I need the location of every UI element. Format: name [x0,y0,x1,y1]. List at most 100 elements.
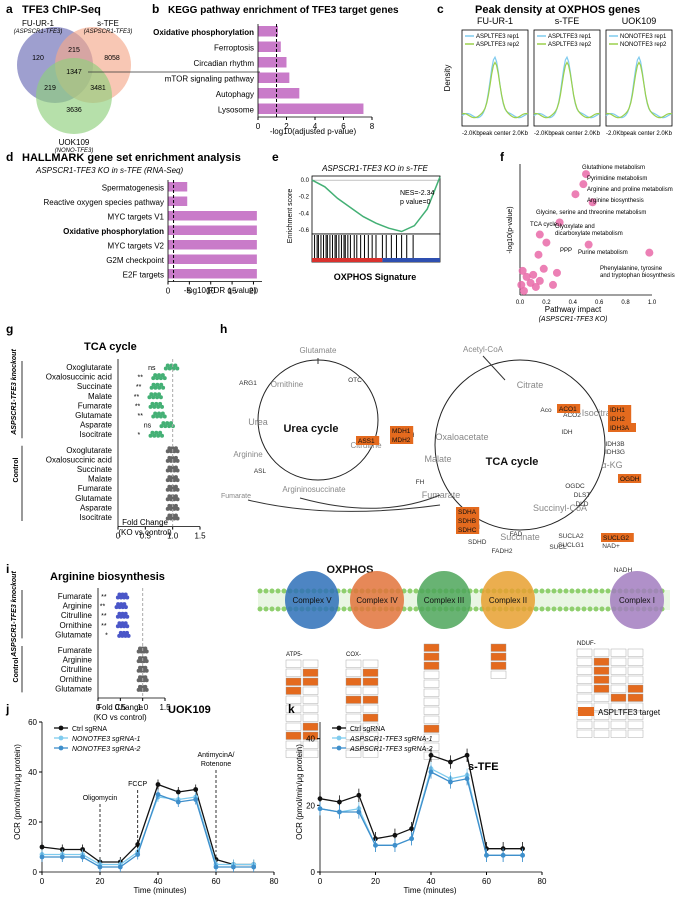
panel-letter: i [6,562,9,576]
category-label: Spermatogenesis [102,183,164,192]
ocr-point [175,799,181,805]
target-gene-label: MDH2 [392,437,411,444]
ko-dot [152,433,157,438]
target-gene-box [601,533,634,542]
ko-dot [119,595,124,600]
panel-g: g TCA cycle ASPSCR1-TFE3 knockout Contro… [6,322,206,541]
legend-label: ASPLTFE3 rep2 [476,42,520,48]
ocr-point [484,852,489,858]
ko-dot [120,621,125,626]
panel-title: Arginine biosynthesis [50,571,165,583]
subunit-box [610,693,627,702]
enzyme-label: ASL [254,468,267,475]
tick-label: 20 [96,877,105,886]
subunit-box [576,684,593,693]
ko-dot [123,592,128,597]
ko-dot [120,592,125,597]
metabolite-label: Malate [88,392,113,401]
subplot-frame [605,29,673,127]
metabolite-label: Glutamate [300,346,337,355]
enzyme-label: IDH3B [605,441,624,448]
ocr-point [39,854,45,860]
subunit-box [302,722,319,731]
ko-dot [120,611,125,616]
target-gene-box [456,525,480,534]
ocr-point [337,799,342,805]
lipid-head [593,606,599,612]
target-gene-label: SDHB [458,518,476,525]
ocr-point [428,769,434,775]
ocr-point [356,809,362,815]
enzyme-label: NAD+ [602,543,620,550]
complex-shape [350,571,404,629]
control-dot [143,675,148,680]
target-gene-label: IDH1 [610,407,625,414]
lipid-head [275,588,281,594]
lipid-head [275,606,281,612]
metabolite-label: Fumarate [422,490,461,500]
tick-label: 1.5 [194,532,206,541]
subunit-box [423,688,440,697]
subunit-box [627,657,644,666]
ko-dot [157,411,161,416]
subplot-title: s-TFE [555,16,580,26]
pathway-label: Arginine and proline metabolism [587,187,673,193]
lipid-head [551,606,557,612]
ko-dot [158,414,163,419]
control-dot [165,468,170,473]
ocr-point [175,789,181,795]
subunit-box [627,729,644,738]
subunit-box [593,720,610,729]
metabolite-label: Succinate [500,532,540,542]
ko-dot [119,614,124,619]
significance-mark: ** [101,613,107,620]
subunit-box [285,749,302,758]
ko-dot [169,421,174,426]
ko-dot [155,382,160,387]
ko-dot [122,624,127,629]
subunit-box [593,729,610,738]
ocr-point [520,846,525,852]
ko-dot [117,605,122,610]
ko-dot [115,614,120,619]
ocr-point [155,782,161,787]
panel-d: d HALLMARK gene set enrichment analysis … [6,150,262,296]
control-dot [173,475,178,480]
bar [258,41,281,52]
scatter-point [579,180,588,189]
tick-label: 1.5 [159,703,171,712]
category-label: Autophagy [216,90,254,99]
ocr-point [317,796,323,802]
ko-dot [163,424,168,429]
subunit-box [423,724,440,733]
ko-dot [119,602,124,607]
subunit-box [285,668,302,677]
ko-dot [163,366,168,371]
tick-label: 15 [228,287,237,296]
ocr-point [317,806,323,812]
significance-mark: ** [138,375,144,382]
enzyme-label: Aco [540,407,552,414]
axis-label-y: Density [443,65,452,92]
bar [168,240,257,250]
axis-label-x: -log10(adjusted p-value) [270,127,357,136]
metabolite-label: Oxaloacetate [435,432,488,442]
control-dot [170,465,175,470]
lipid-head [407,606,413,612]
ko-dot [162,376,167,381]
ko-dot [153,385,158,390]
control-dot [144,649,149,654]
tick-label: 40 [154,877,163,886]
metabolite-label: Glutamate [55,684,92,693]
ocr-line [42,796,254,866]
scatter-point [571,190,580,199]
tick-label: 6 [341,122,346,131]
target-gene-label: SUCLG2 [603,535,629,542]
metabolite-label: Urea [248,417,268,427]
control-dot [172,487,177,492]
subunit-box [362,668,379,677]
ko-dot [155,376,160,381]
panel-subtitle: ASPSCR1-TFE3 KO in s-TFE (RNA-Seq) [35,166,183,175]
ko-dot [125,595,130,600]
